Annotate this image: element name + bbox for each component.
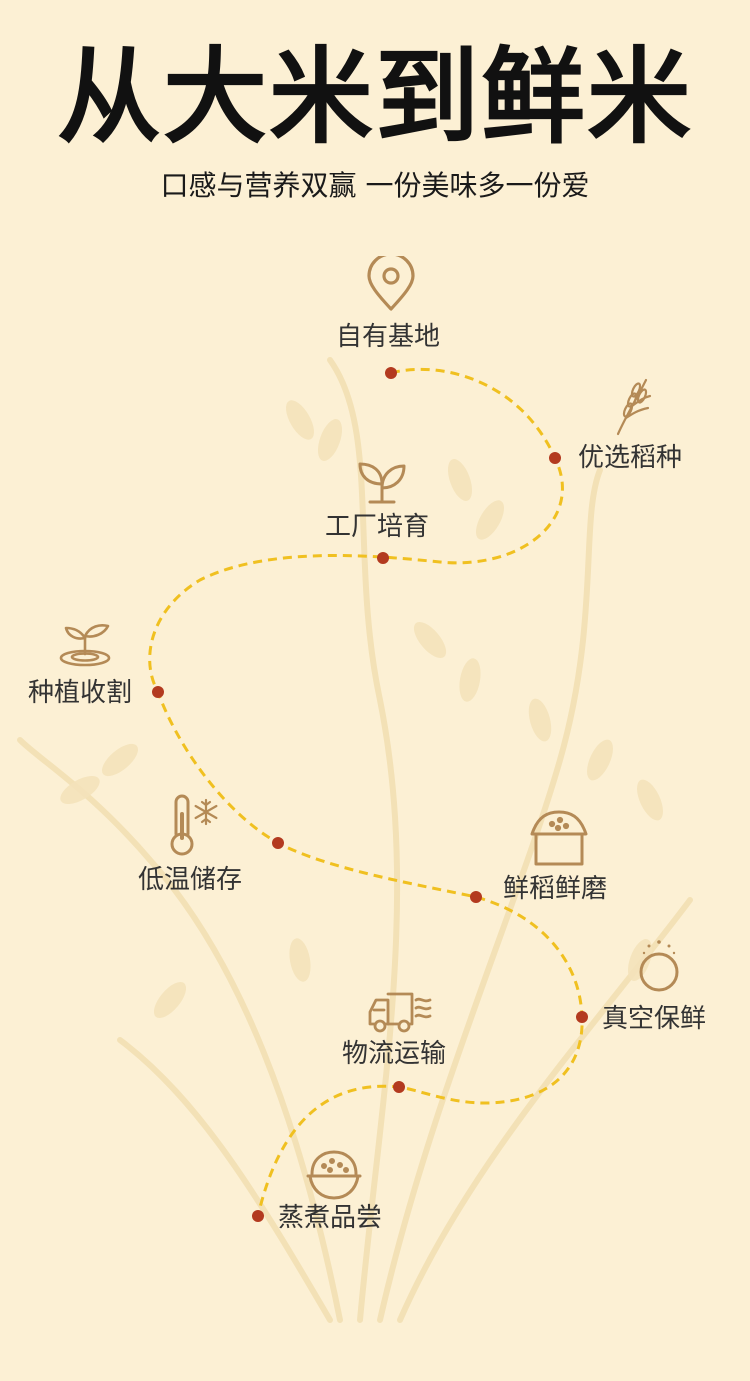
thermometer-snowflake-icon	[166, 794, 224, 858]
route-dot	[272, 837, 284, 849]
rice-plant-watermark	[17, 357, 693, 1323]
sprout-leaf-icon	[356, 458, 408, 506]
step-label-factory: 工厂培育	[325, 512, 430, 542]
rice-grain-watermark	[60, 400, 663, 1019]
location-pin-icon	[365, 256, 417, 312]
route-dot	[152, 686, 164, 698]
step-label-mill: 鲜稻鲜磨	[503, 874, 608, 904]
step-label-storage: 低温储存	[138, 865, 243, 895]
route-dot	[377, 552, 389, 564]
step-label-harvest: 种植收割	[28, 678, 133, 708]
wheat-icon	[612, 376, 654, 436]
seedling-icon	[58, 620, 112, 668]
step-label-logistics: 物流运输	[342, 1039, 447, 1069]
route-dot	[576, 1011, 588, 1023]
route-dot	[252, 1210, 264, 1222]
route-dots	[152, 367, 588, 1222]
step-label-cook: 蒸煮品尝	[278, 1203, 383, 1233]
route-dot	[385, 367, 397, 379]
page-title: 从大米到鲜米	[56, 35, 693, 158]
step-label-base: 自有基地	[336, 322, 441, 352]
route-dot	[549, 452, 561, 464]
rice-bowl-icon	[306, 1148, 362, 1200]
step-label-vacuum: 真空保鲜	[602, 1004, 707, 1034]
vacuum-ring-icon	[636, 938, 682, 994]
rice-sack-icon	[530, 808, 588, 868]
page-subtitle: 口感与营养双赢 一份美味多一份爱	[160, 169, 590, 202]
route-dot	[470, 891, 482, 903]
step-label-seed: 优选稻种	[578, 443, 683, 473]
delivery-truck-icon	[368, 986, 432, 1034]
route-dot	[393, 1081, 405, 1093]
route-path	[148, 367, 584, 1217]
